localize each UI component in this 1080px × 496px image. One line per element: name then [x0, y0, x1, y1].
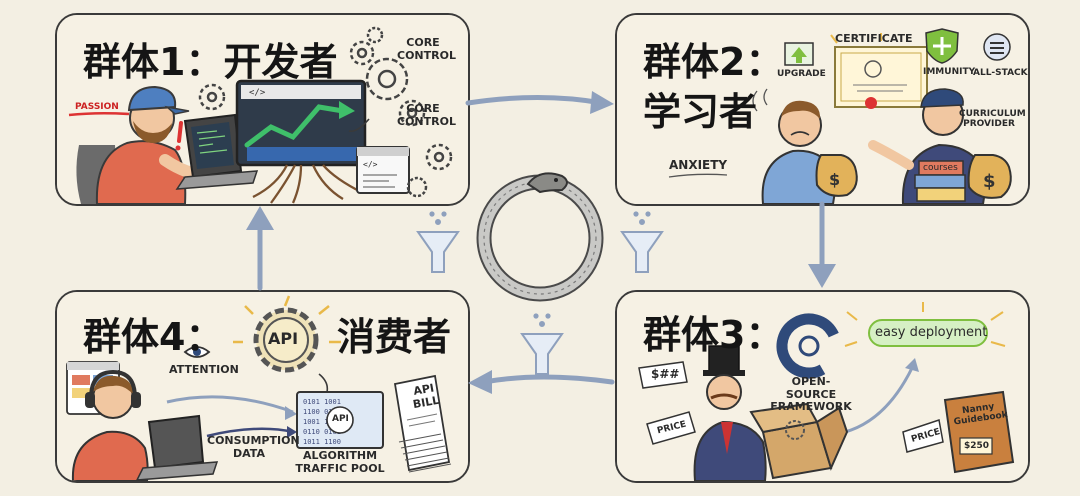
- panel-learners-title-line1: 群体2：: [643, 40, 784, 84]
- arrowhead-learners-to-platform: [808, 264, 836, 288]
- label-courses: courses: [923, 163, 958, 173]
- panel-consumers-title: 群体4：: [83, 315, 224, 359]
- panel-platform-title: 群体3：: [643, 313, 784, 357]
- label-algorithm-traffic-pool: ALGORITHM TRAFFIC POOL: [295, 449, 385, 475]
- label-attention: ATTENTION: [169, 363, 239, 376]
- label-upgrade: UPGRADE: [777, 69, 826, 79]
- funnel-right: [620, 211, 664, 273]
- consumer-illustration: 0101 1001 1100 0110 1001 1011 0110 0101 10…: [57, 292, 468, 481]
- panel-learners-title-line2: 学习者: [643, 90, 758, 134]
- learner-illustration: $ $: [617, 15, 1028, 204]
- arrowhead-developers-to-learners: [590, 91, 614, 114]
- label-anxiety: ANXIETY: [669, 158, 728, 172]
- ouroboros-ring: [476, 172, 604, 302]
- svg-text:0110 0101: 0110 0101: [303, 428, 341, 436]
- arrowhead-platform-to-consumers: [468, 370, 492, 394]
- svg-text:0101 1001: 0101 1001: [303, 398, 341, 406]
- label-api-chip: API: [332, 414, 349, 424]
- label-api-gear: API: [268, 329, 299, 348]
- label-immunity: IMMUNITY: [923, 67, 976, 77]
- label-all-stack: ALL-STACK: [973, 68, 1028, 78]
- platform-illustration: [617, 292, 1028, 481]
- label-open-source-framework: OPEN-SOURCE FRAMEWORK: [770, 375, 852, 414]
- panel-platform: 群体3： OPEN-SOURCE FRAMEWORK easy deployme…: [615, 290, 1030, 483]
- panel-developers-title: 群体1：开发者: [83, 40, 338, 84]
- label-money-tag: $##: [651, 367, 680, 381]
- svg-text:</>: </>: [249, 88, 266, 98]
- label-curriculum-provider: CURRICULUM PROVIDER: [959, 109, 1026, 130]
- label-core-control-top: CORE CONTROL: [397, 36, 456, 62]
- arrow-platform-to-consumers: [481, 374, 615, 385]
- svg-text:1001 1011: 1001 1011: [303, 418, 341, 426]
- svg-text:$: $: [829, 170, 840, 189]
- label-easy-deployment: easy deployment: [875, 325, 988, 340]
- developer-illustration: </> </>: [57, 15, 468, 204]
- label-certificate: CERTIFICATE: [835, 32, 913, 45]
- label-consumption-data: CONSUMPTION DATA: [207, 434, 300, 460]
- funnel-left: [416, 211, 460, 273]
- panel-consumers: 0101 1001 1100 0110 1001 1011 0110 0101 10…: [55, 290, 470, 483]
- svg-text:1011 1100: 1011 1100: [303, 438, 341, 446]
- panel-developers: </> </>: [55, 13, 470, 206]
- svg-text:</>: </>: [363, 160, 378, 169]
- arrowhead-consumers-to-developers: [246, 206, 274, 230]
- funnel-bottom: [520, 313, 564, 375]
- label-core-control-bottom: CORE CONTROL: [397, 102, 456, 128]
- label-guidebook-price: $250: [964, 441, 990, 451]
- label-passion: PASSION: [75, 102, 119, 112]
- svg-text:$: $: [983, 171, 996, 192]
- panel-consumers-title-right: 消费者: [337, 315, 452, 359]
- svg-text:1100 0110: 1100 0110: [303, 408, 341, 416]
- arrow-developers-to-learners: [465, 95, 605, 106]
